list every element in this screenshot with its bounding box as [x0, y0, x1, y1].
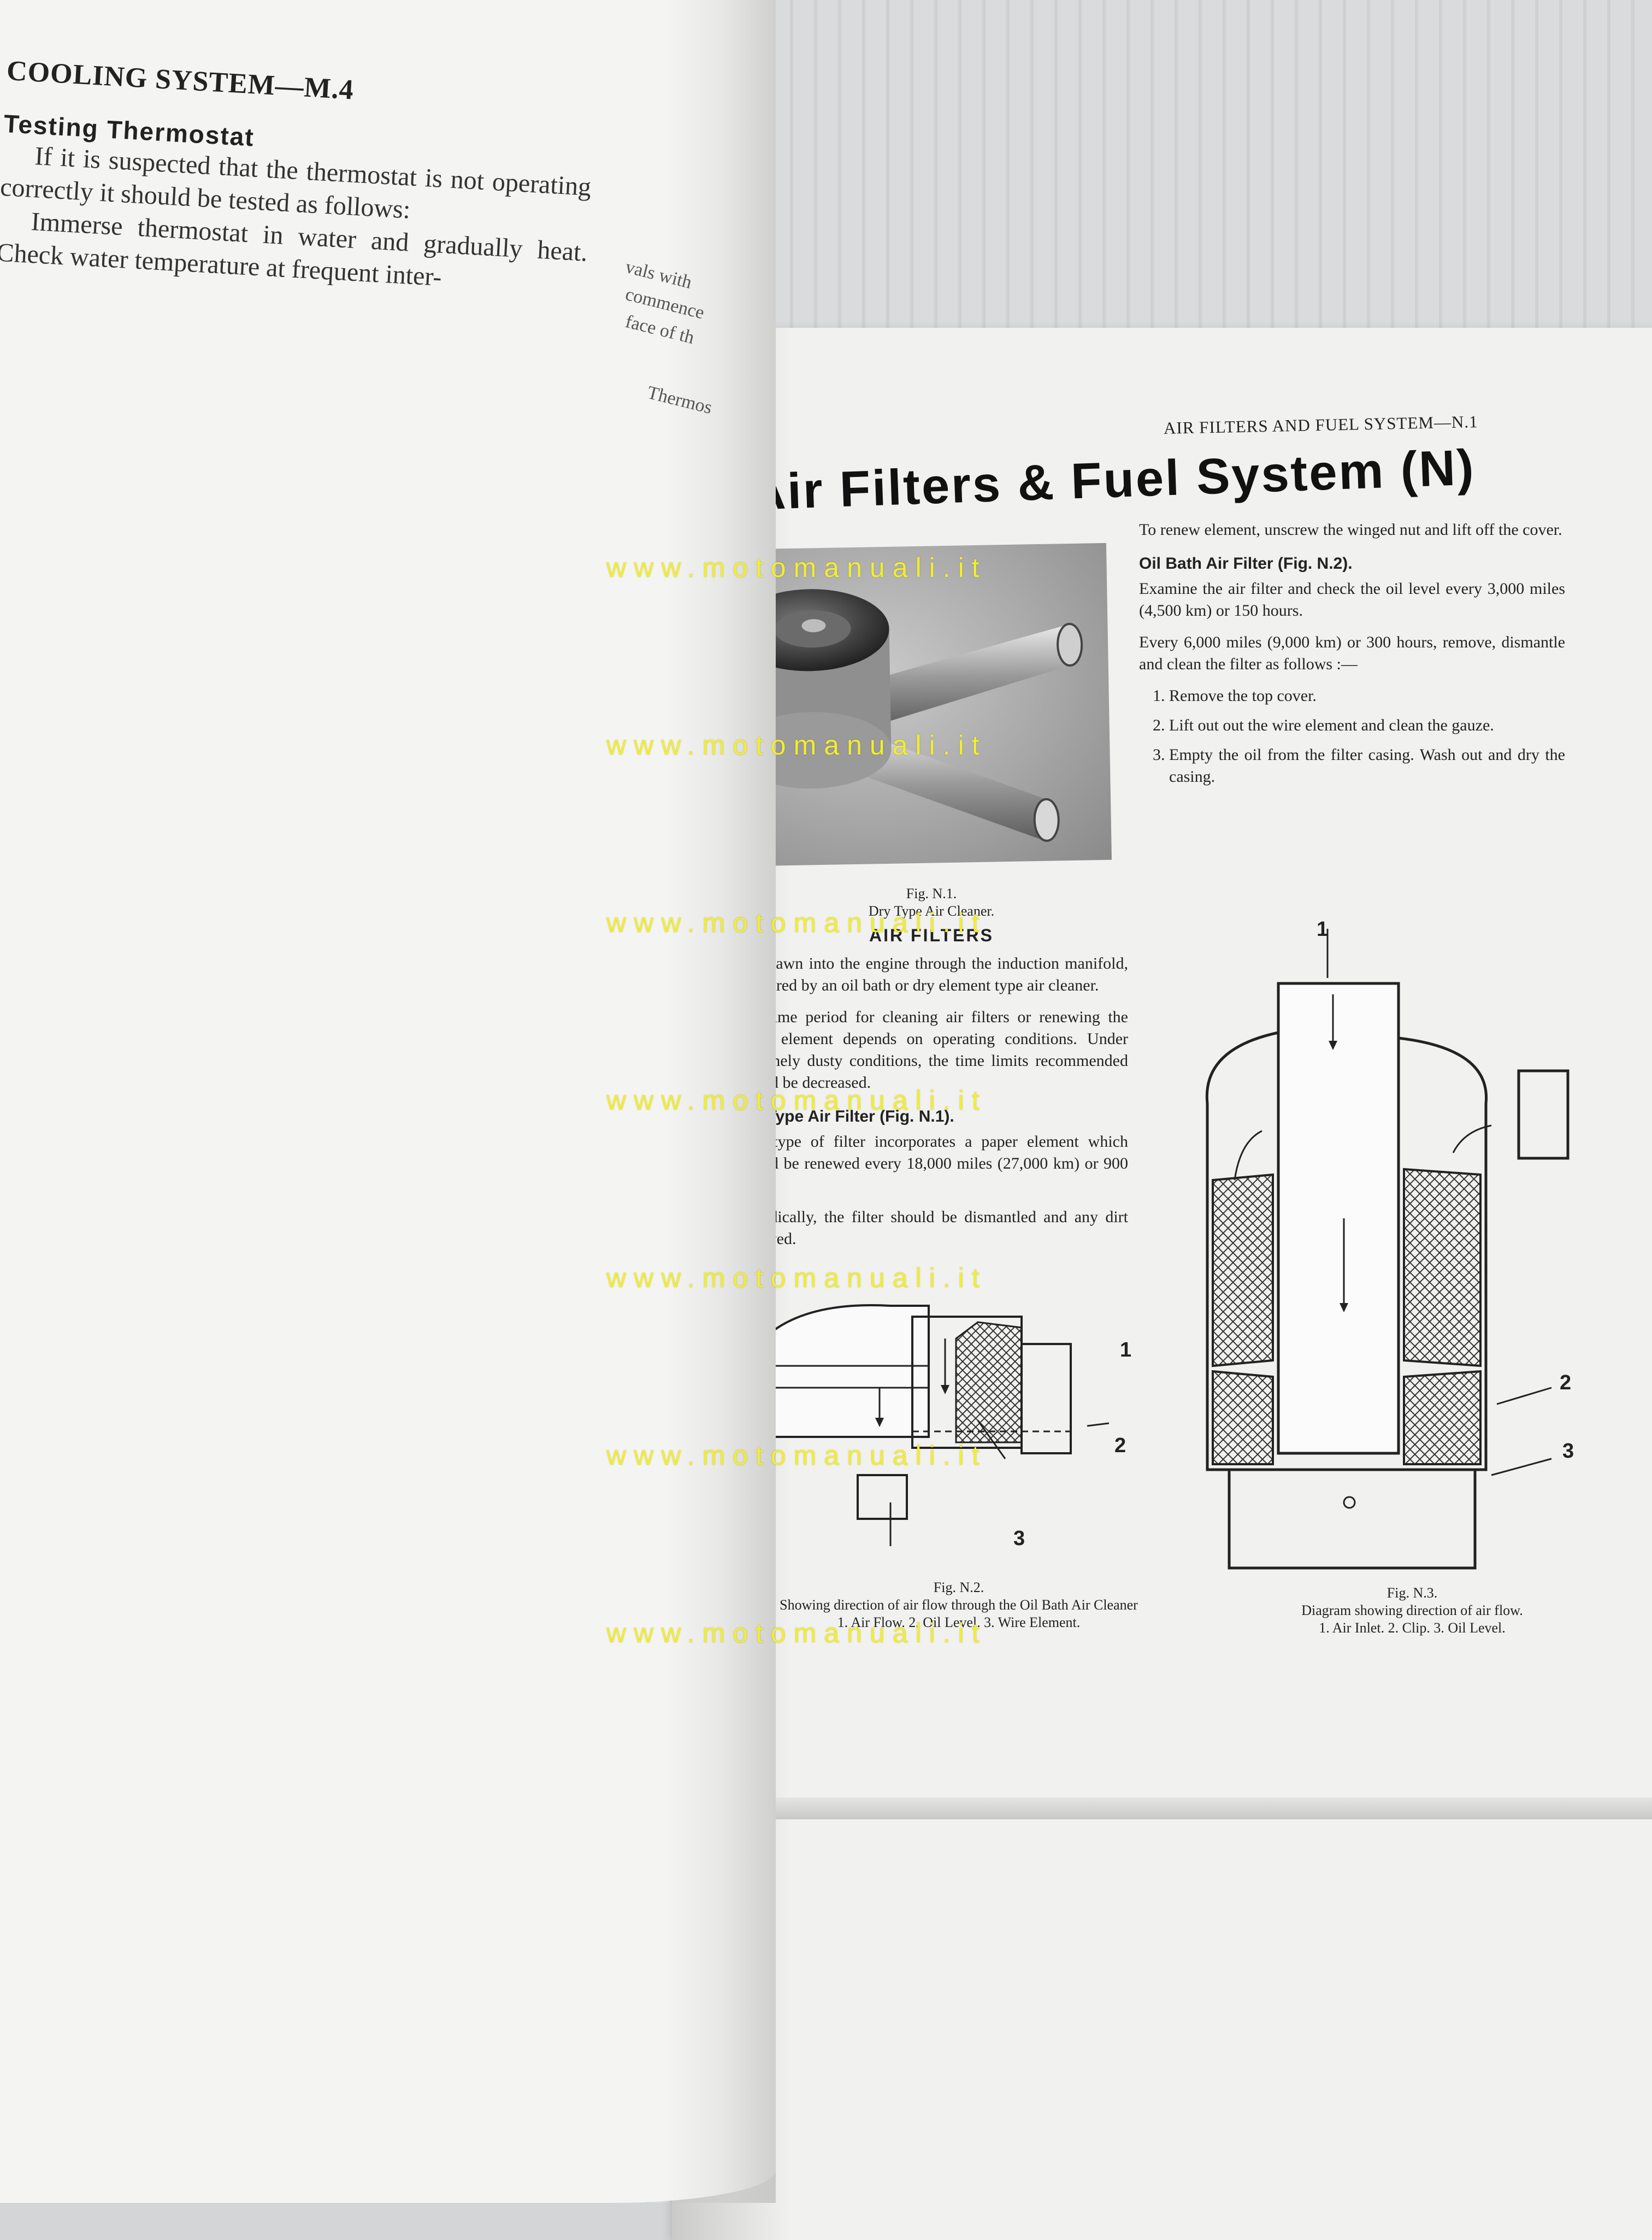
left-page-fold-shadow: [666, 0, 776, 2203]
fig3-label-3: 3: [1562, 1440, 1574, 1463]
oil-bath-cleaner-diagram: 1 2 3: [748, 1278, 1131, 1565]
dry-filter-paragraph-2: Periodically, the filter should be disma…: [735, 1208, 1128, 1248]
oil-bath-heading: Oil Bath Air Filter (Fig. N.2).: [1139, 555, 1353, 573]
fig3-label-1: 1: [1317, 918, 1329, 941]
watermark: www.motomanuali.it: [606, 552, 987, 583]
air-filter-cross-section: [1205, 929, 1570, 1570]
watermark: www.motomanuali.it: [606, 1263, 987, 1293]
fig3-legend: 1. Air Inlet. 2. Clip. 3. Oil Level.: [1319, 1620, 1506, 1636]
renew-element-paragraph: To renew element, unscrew the winged nut…: [1139, 521, 1562, 539]
watermark: www.motomanuali.it: [606, 730, 987, 761]
page-stack-edge: [770, 1797, 1652, 1819]
cleaning-steps-list: Remove the top cover. Lift out out the w…: [1139, 685, 1565, 788]
fig2-caption-number: Fig. N.2.: [933, 1579, 984, 1595]
air-cleaner-illustration: [730, 589, 1083, 842]
air-filters-paragraph-1: Air drawn into the engine through the in…: [735, 954, 1128, 994]
fig2-caption-block: Fig. N.2. Showing direction of air flow …: [754, 1579, 1164, 1631]
fig2-legend: 1. Air Flow. 2. Oil Level. 3. Wire Eleme…: [837, 1614, 1081, 1630]
left-column: Fig. N.1. Dry Type Air Cleaner. AIR FILT…: [735, 885, 1128, 1260]
watermark: www.motomanuali.it: [606, 907, 987, 938]
air-filters-paragraph-2: The time period for cleaning air filters…: [735, 1008, 1128, 1092]
fig2-caption-title: Showing direction of air flow through th…: [780, 1597, 1138, 1613]
dry-air-cleaner-photo: [718, 543, 1112, 867]
watermark: www.motomanuali.it: [606, 1440, 987, 1471]
fig3-caption-number: Fig. N.3.: [1386, 1585, 1438, 1601]
air-flow-diagram: 1 2 3: [1169, 918, 1584, 1593]
fig3-caption-title: Diagram showing direction of air flow.: [1301, 1602, 1523, 1618]
oil-bath-paragraph-2: Every 6,000 miles (9,000 km) or 300 hour…: [1139, 633, 1565, 673]
step-item: Empty the oil from the filter casing. Wa…: [1169, 744, 1565, 788]
left-page-text: COOLING SYSTEM—M.4 Testing Thermostat If…: [0, 55, 597, 302]
fig3-label-2: 2: [1560, 1371, 1572, 1394]
air-filters-heading: AIR FILTERS: [869, 926, 994, 945]
step-item: Remove the top cover.: [1169, 685, 1565, 707]
watermark: www.motomanuali.it: [606, 1085, 987, 1116]
fig3-caption-block: Fig. N.3. Diagram showing direction of a…: [1202, 1584, 1622, 1637]
oil-bath-paragraph-1: Examine the air filter and check the oil…: [1139, 580, 1565, 620]
fig2-label-3: 3: [1013, 1527, 1025, 1550]
right-column: To renew element, unscrew the winged nut…: [1139, 519, 1565, 795]
fig2-label-1: 1: [1120, 1339, 1132, 1361]
left-page: [0, 0, 776, 2203]
fig2-label-2: 2: [1114, 1434, 1126, 1457]
dry-filter-paragraph-1: This type of filter incorporates a paper…: [735, 1133, 1128, 1194]
watermark: www.motomanuali.it: [606, 1618, 987, 1648]
fig1-caption-title: Dry Type Air Cleaner.: [868, 903, 995, 919]
fig1-caption-number: Fig. N.1.: [906, 886, 957, 901]
oil-bath-cutaway-drawing: [753, 1304, 1110, 1546]
step-item: Lift out out the wire element and clean …: [1169, 715, 1565, 736]
